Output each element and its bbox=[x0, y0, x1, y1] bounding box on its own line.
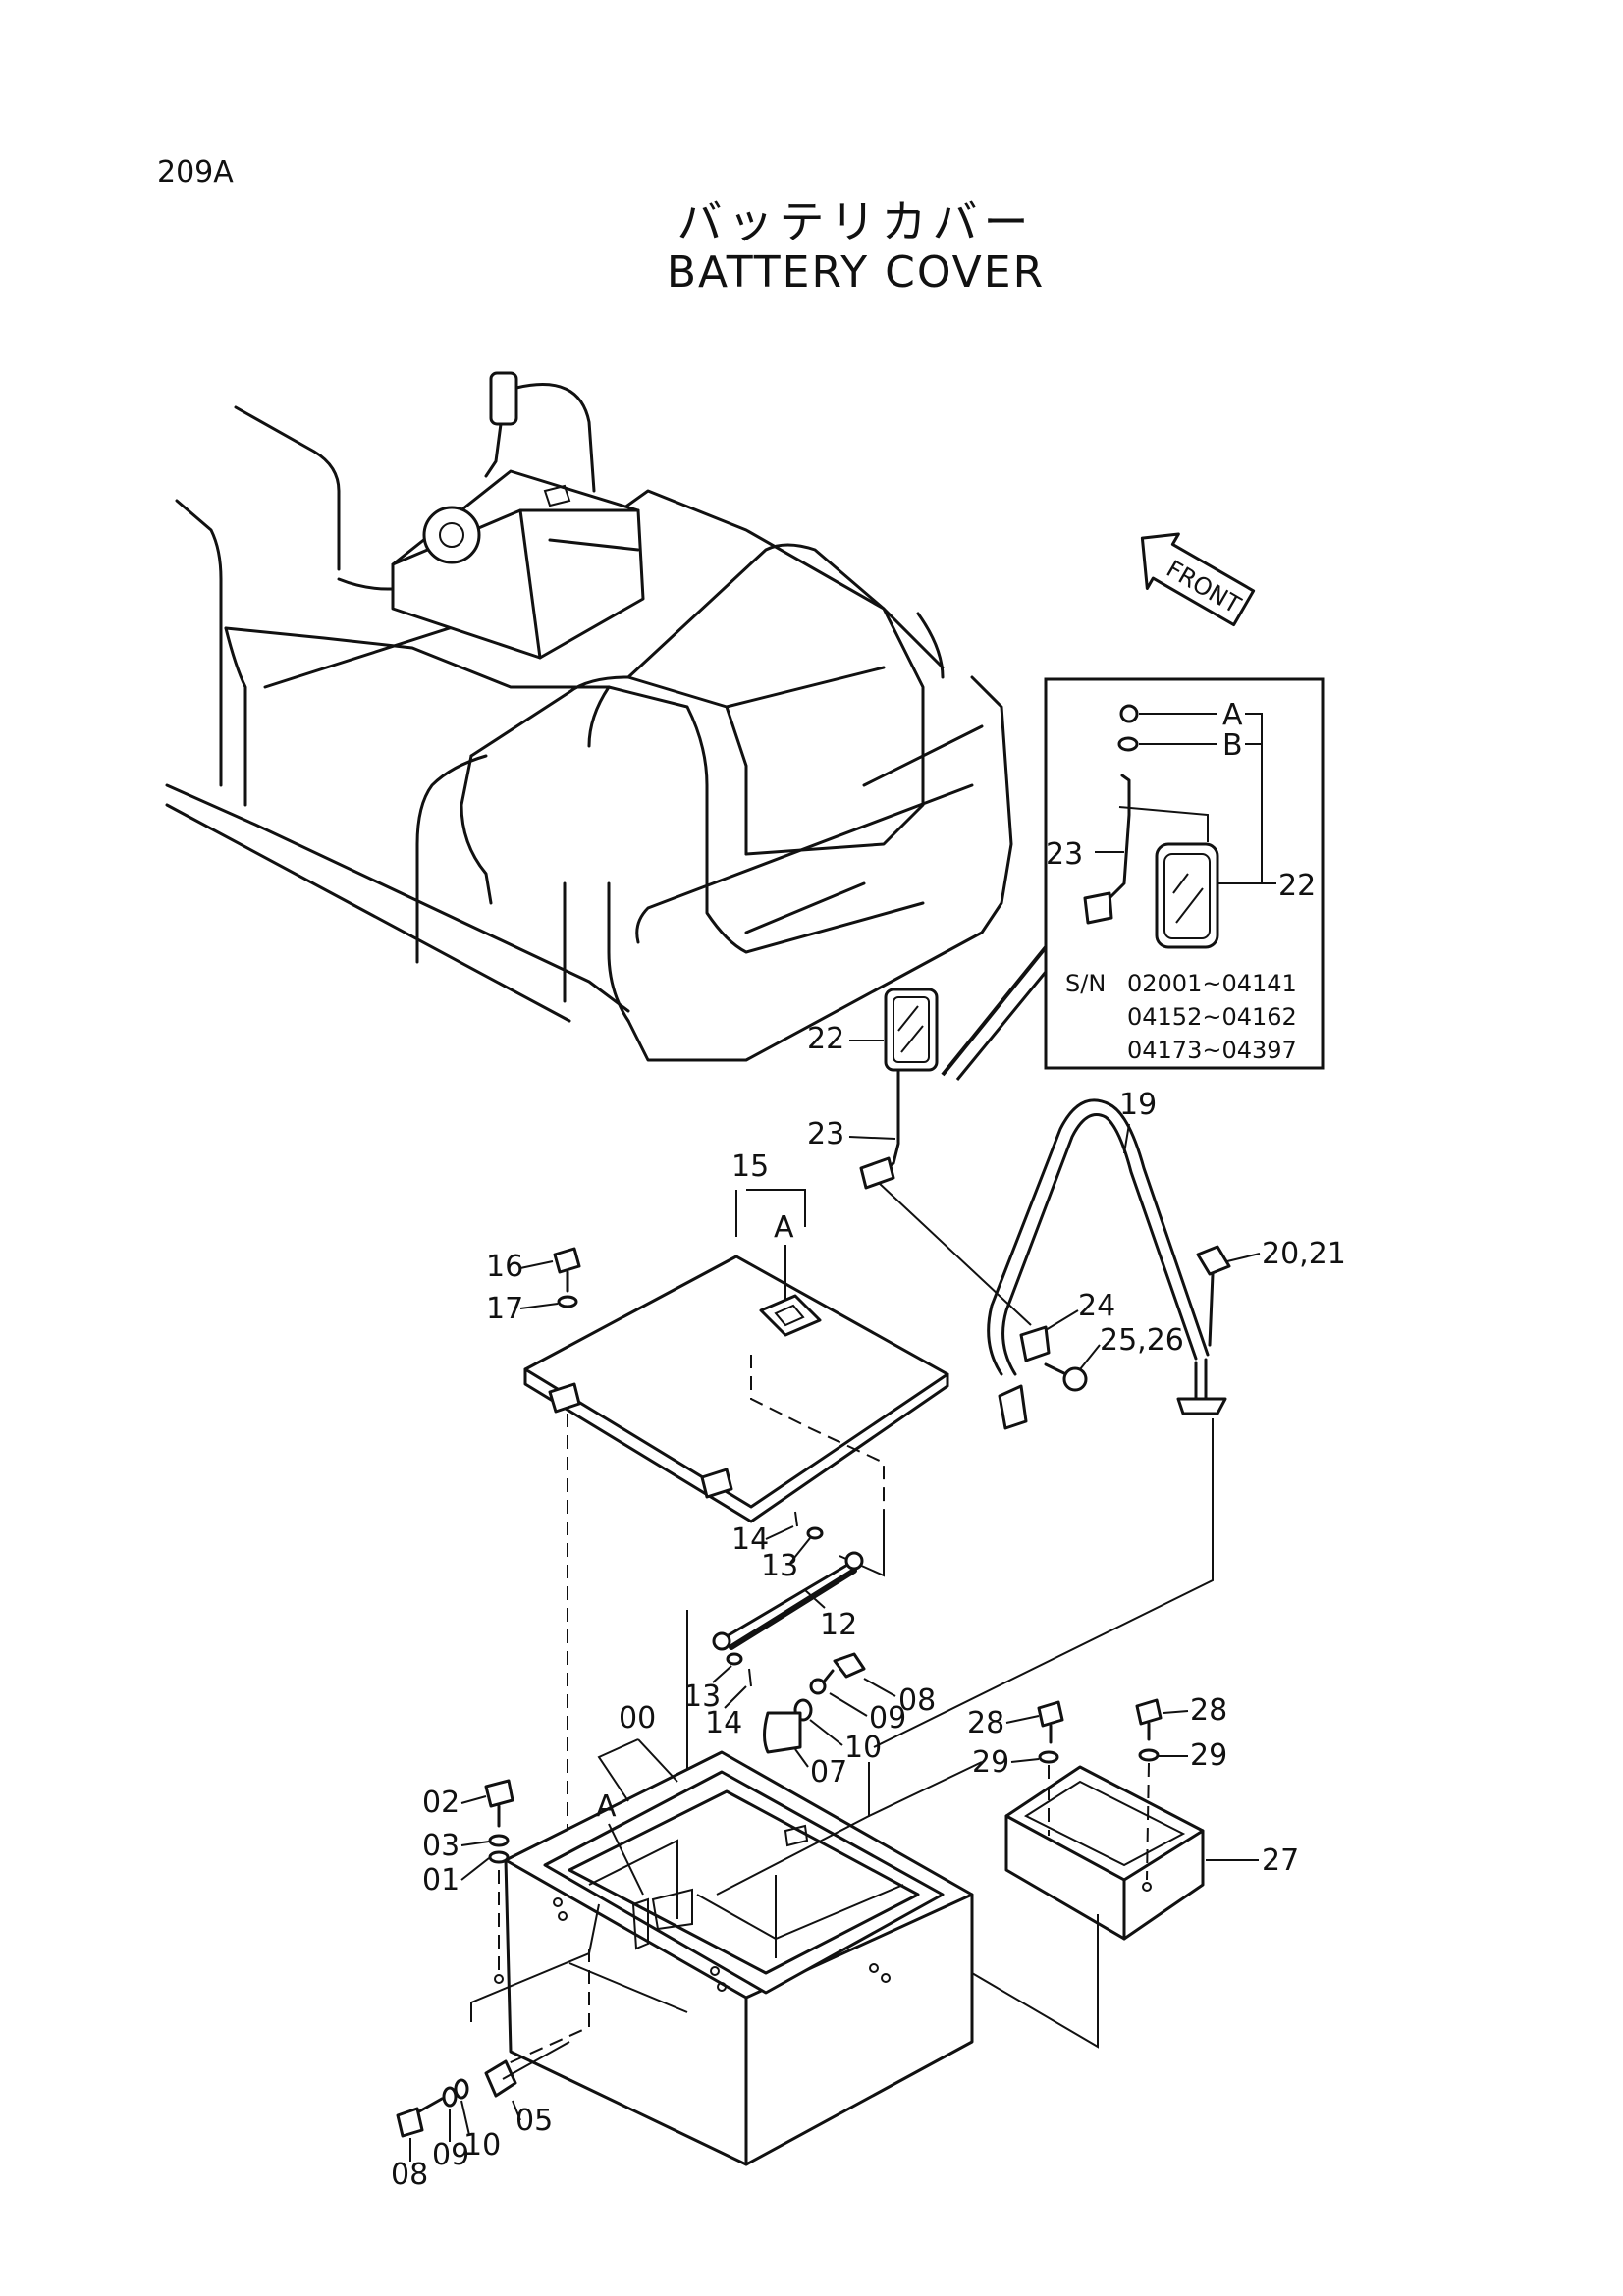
inset-part-23: 23 bbox=[1046, 837, 1083, 872]
callout-08-bottom: 08 bbox=[391, 2158, 428, 2192]
title-japanese: バッテリカバー bbox=[676, 195, 1035, 248]
inset-variant-box: A B 23 22 S/N 02001~04141 04152~04162 04… bbox=[941, 677, 1325, 1081]
callout-17: 17 bbox=[486, 1292, 523, 1326]
inset-ref-b: B bbox=[1222, 728, 1243, 763]
callout-01: 01 bbox=[422, 1863, 460, 1897]
callout-28-left: 28 bbox=[967, 1706, 1004, 1740]
page-code: 209A bbox=[157, 155, 234, 189]
battery-box-00: 00 A bbox=[470, 1701, 983, 2166]
mirror-assembly: 22 23 bbox=[807, 988, 1032, 1326]
bracket-05-assembly: 05 10 09 08 bbox=[391, 2041, 570, 2192]
callout-19: 19 bbox=[1119, 1088, 1157, 1122]
inset-sn-range-3: 04173~04397 bbox=[1127, 1037, 1297, 1064]
callout-20-21: 20,21 bbox=[1262, 1237, 1346, 1271]
callout-07: 07 bbox=[810, 1755, 847, 1789]
callout-09-bottom: 09 bbox=[432, 2138, 469, 2172]
callout-12: 12 bbox=[820, 1608, 857, 1642]
inset-sn-prefix: S/N bbox=[1065, 970, 1106, 997]
inset-sn-range-1: 02001~04141 bbox=[1127, 970, 1297, 997]
callout-24: 24 bbox=[1078, 1289, 1115, 1323]
callout-29-left: 29 bbox=[972, 1745, 1009, 1780]
callout-15: 15 bbox=[731, 1149, 769, 1184]
machine-body bbox=[165, 405, 1013, 1062]
callout-16: 16 bbox=[486, 1250, 523, 1284]
callout-13-bottom: 13 bbox=[683, 1680, 721, 1714]
front-direction-arrow: FRONT bbox=[1140, 532, 1256, 627]
callout-28-right: 28 bbox=[1190, 1693, 1227, 1728]
inset-part-22: 22 bbox=[1278, 869, 1316, 903]
callout-23: 23 bbox=[807, 1117, 844, 1151]
callout-14-top: 14 bbox=[731, 1522, 769, 1557]
callout-03: 03 bbox=[422, 1829, 460, 1863]
latch-assembly: 08 09 10 07 bbox=[763, 1652, 936, 1789]
handrail-assembly: 19 24 25,26 20,21 bbox=[873, 1088, 1346, 1748]
callout-02: 02 bbox=[422, 1786, 460, 1820]
callout-10-top: 10 bbox=[844, 1731, 882, 1765]
tray-27-assembly: 28 29 28 29 27 bbox=[967, 1693, 1299, 2049]
callout-14-bottom: 14 bbox=[705, 1706, 742, 1740]
callout-27: 27 bbox=[1262, 1843, 1299, 1878]
battery-cover-lid: 15 A 16 17 bbox=[486, 1149, 949, 1895]
callout-05: 05 bbox=[515, 2104, 553, 2138]
callout-a-top: A bbox=[774, 1210, 794, 1245]
mount-bolt-left: 02 03 01 bbox=[422, 1779, 514, 1984]
callout-13-top: 13 bbox=[761, 1549, 798, 1583]
callout-08-top: 08 bbox=[898, 1683, 936, 1718]
callout-09-top: 09 bbox=[869, 1701, 906, 1735]
callout-00: 00 bbox=[619, 1701, 656, 1735]
callout-22: 22 bbox=[807, 1022, 844, 1056]
callout-25-26: 25,26 bbox=[1100, 1323, 1184, 1358]
gas-spring-assembly: 14 13 12 13 14 bbox=[683, 1511, 885, 1963]
callout-29-right: 29 bbox=[1190, 1738, 1227, 1773]
inset-ref-a: A bbox=[1222, 698, 1243, 732]
callout-a-bottom: A bbox=[596, 1789, 617, 1824]
title-english: BATTERY COVER bbox=[666, 247, 1046, 297]
inset-sn-range-2: 04152~04162 bbox=[1127, 1003, 1297, 1031]
battery-top-view bbox=[391, 371, 645, 660]
